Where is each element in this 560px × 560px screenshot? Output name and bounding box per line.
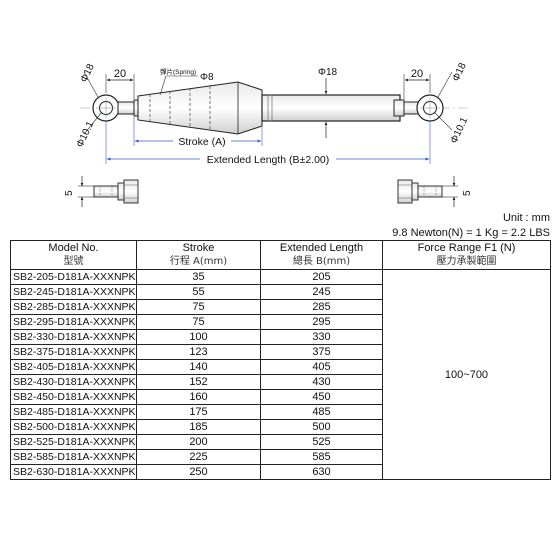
table-row: SB2-295-D181A-XXXNPK 75 295 [10, 314, 551, 330]
cell-length: 500 [260, 419, 383, 435]
cell-stroke: 250 [136, 464, 261, 480]
cell-model: SB2-285-D181A-XXXNPK [10, 299, 137, 315]
cell-model: SB2-430-D181A-XXXNPK [10, 374, 137, 390]
header-force-en: Force Range F1 (N) [417, 242, 516, 254]
cell-length: 375 [260, 344, 383, 360]
cell-length: 285 [260, 299, 383, 315]
gas-spring-drawing: 20 20 Φ18 Φ10.1 Φ18 Φ10.1 彈片(Spring) Φ8 … [64, 61, 473, 207]
cell-model: SB2-500-D181A-XXXNPK [10, 419, 137, 435]
header-force-zh: 壓力承製範圍 [436, 256, 497, 267]
table-row: SB2-375-D181A-XXXNPK 123 375 [10, 344, 551, 360]
header-stroke-en: Stroke [182, 242, 215, 254]
cell-stroke: 55 [136, 284, 261, 300]
cell-force-range: 100~700 [382, 269, 551, 480]
cell-length: 485 [260, 404, 383, 420]
left-hole-diameter-label: Φ10.1 [75, 119, 97, 149]
stroke-dimension: Stroke (A) [133, 117, 263, 148]
cell-model: SB2-450-D181A-XXXNPK [10, 389, 137, 405]
left-thickness-label: 5 [64, 190, 75, 196]
table-row: SB2-285-D181A-XXXNPK 75 285 [10, 299, 551, 315]
table-row: SB2-525-D181A-XXXNPK 200 525 [10, 434, 551, 450]
right-hole-diameter-label: Φ10.1 [449, 115, 471, 145]
header-stroke: Stroke 行程 A(mm) [136, 240, 261, 270]
cell-length: 630 [260, 464, 383, 480]
cell-stroke: 152 [136, 374, 261, 390]
cell-model: SB2-525-D181A-XXXNPK [10, 434, 137, 450]
cell-length: 405 [260, 359, 383, 375]
cell-model: SB2-585-D181A-XXXNPK [10, 449, 137, 465]
cell-model: SB2-485-D181A-XXXNPK [10, 404, 137, 420]
cylinder-tube [261, 94, 405, 122]
cell-length: 525 [260, 434, 383, 450]
left-eye-diameter-label: Φ18 [79, 62, 97, 84]
unit-label: Unit : mm [502, 212, 550, 224]
cell-model: SB2-245-D181A-XXXNPK [10, 284, 137, 300]
right-eye-width-dimension: 20 [403, 68, 431, 99]
cell-model: SB2-295-D181A-XXXNPK [10, 314, 137, 330]
cell-stroke: 75 [136, 299, 261, 315]
right-side-view: 5 [397, 176, 473, 207]
header-length: Extended Length 總長 B(mm) [260, 240, 383, 270]
cell-stroke: 225 [136, 449, 261, 465]
cell-length: 450 [260, 389, 383, 405]
header-length-zh: 總長 B(mm) [292, 256, 351, 267]
cell-stroke: 75 [136, 314, 261, 330]
spec-table: Model No. 型號 Stroke 行程 A(mm) Extended Le… [10, 240, 551, 480]
right-eye-fitting [403, 94, 444, 122]
left-eye-width-dimension: 20 [105, 68, 135, 99]
header-force: Force Range F1 (N) 壓力承製範圍 [382, 240, 551, 270]
cell-model: SB2-405-D181A-XXXNPK [10, 359, 137, 375]
left-eye-fitting [92, 94, 135, 122]
header-model-en: Model No. [48, 242, 99, 254]
right-eye-diameter-label: Φ18 [451, 61, 469, 83]
spring-sleeve [137, 81, 263, 135]
table-row: SB2-630-D181A-XXXNPK 250 630 [10, 464, 551, 480]
header-model: Model No. 型號 [10, 240, 137, 270]
cell-length: 330 [260, 329, 383, 345]
extended-length-label: Extended Length (B±2.00) [207, 154, 330, 166]
right-eye-diameter-dimension: Φ18 [437, 61, 469, 98]
tube-diameter-label: Φ18 [318, 67, 338, 78]
cell-stroke: 100 [136, 329, 261, 345]
right-eye-width-label: 20 [411, 68, 423, 80]
header-length-en: Extended Length [279, 242, 364, 254]
right-thickness-label: 5 [462, 190, 473, 196]
cell-model: SB2-330-D181A-XXXNPK [10, 329, 137, 345]
cell-model: SB2-205-D181A-XXXNPK [10, 269, 137, 285]
force-conversion-label: 9.8 Newton(N) = 1 Kg = 2.2 LBS [392, 227, 550, 239]
header-stroke-zh: 行程 A(mm) [169, 256, 228, 267]
cell-stroke: 35 [136, 269, 261, 285]
cell-stroke: 175 [136, 404, 261, 420]
cell-model: SB2-630-D181A-XXXNPK [10, 464, 137, 480]
extended-length-dimension: Extended Length (B±2.00) [105, 121, 431, 166]
cell-stroke: 123 [136, 344, 261, 360]
rod-diameter-label: Φ8 [200, 72, 214, 83]
cell-length: 430 [260, 374, 383, 390]
cell-length: 585 [260, 449, 383, 465]
tube-diameter-dimension: Φ18 [318, 67, 338, 138]
table-row: SB2-245-D181A-XXXNPK 55 245 [10, 284, 551, 300]
cell-model: SB2-375-D181A-XXXNPK [10, 344, 137, 360]
table-row: SB2-330-D181A-XXXNPK 100 330 [10, 329, 551, 345]
cell-length: 205 [260, 269, 383, 285]
left-side-view: 5 [64, 176, 139, 207]
header-model-zh: 型號 [63, 256, 84, 267]
spring-callout: 彈片(Spring) Φ8 [159, 67, 214, 96]
cell-length: 295 [260, 314, 383, 330]
table-row: SB2-205-D181A-XXXNPK 35 205 100~700 [10, 269, 551, 480]
cell-stroke: 200 [136, 434, 261, 450]
left-eye-diameter-dimension: Φ18 [79, 62, 99, 98]
cell-stroke: 160 [136, 389, 261, 405]
left-eye-width-label: 20 [114, 68, 126, 80]
stroke-label: Stroke (A) [178, 136, 225, 148]
table-row: SB2-500-D181A-XXXNPK 185 500 [10, 419, 551, 435]
table-header-row: Model No. 型號 Stroke 行程 A(mm) Extended Le… [10, 240, 551, 270]
cell-stroke: 185 [136, 419, 261, 435]
cell-length: 245 [260, 284, 383, 300]
cell-stroke: 140 [136, 359, 261, 375]
table-row: SB2-450-D181A-XXXNPK 160 450 [10, 389, 551, 405]
spring-label: 彈片(Spring) [160, 67, 196, 76]
table-row: SB2-430-D181A-XXXNPK 152 430 [10, 374, 551, 390]
